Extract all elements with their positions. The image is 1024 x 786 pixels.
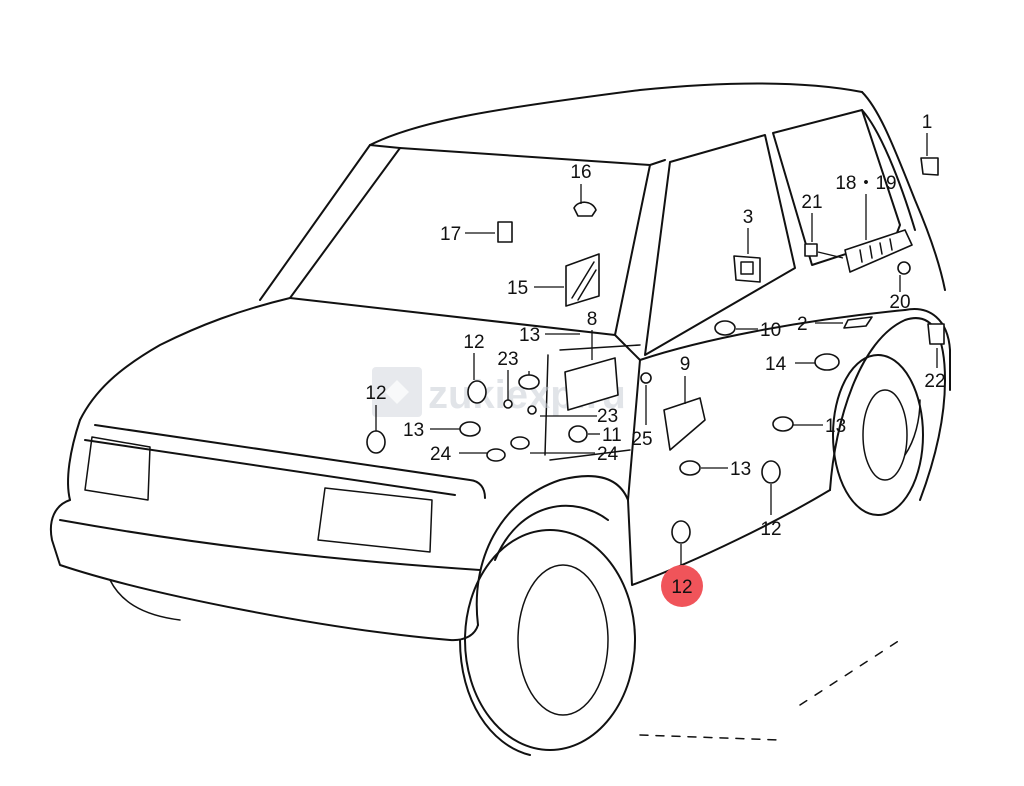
highlight-marker[interactable] (661, 565, 703, 607)
callout-13d: 13 (730, 459, 751, 480)
part-24b-shape (510, 436, 530, 450)
callout-12c: 12 (760, 519, 781, 540)
callout-22: 22 (924, 371, 945, 392)
callout-17: 17 (440, 224, 461, 245)
part-shapes (366, 157, 945, 544)
callout-13a: 13 (519, 325, 540, 346)
callout-15: 15 (507, 278, 528, 299)
leader-lines (375, 133, 938, 568)
callout-21: 21 (801, 192, 822, 213)
callout-24a: 24 (430, 444, 452, 465)
part-13c-shape (772, 416, 794, 432)
part-1-shape (920, 157, 939, 176)
callout-16: 16 (570, 162, 591, 183)
callout-8: 8 (587, 309, 598, 330)
callout-13b: 13 (403, 420, 424, 441)
part-2-shape (843, 316, 873, 329)
vehicle-outline (50, 82, 951, 756)
callout-2: 2 (797, 314, 808, 335)
part-13b-shape (459, 421, 481, 437)
callout-1: 1 (922, 112, 933, 133)
callout-11: 11 (602, 425, 622, 446)
part-17-shape (497, 221, 513, 243)
highlighted-callout-12[interactable]: 12 (661, 565, 703, 607)
part-12b-shape (366, 430, 386, 454)
callout-10: 10 (760, 320, 781, 341)
part-13a-shape (518, 374, 540, 390)
part-24a-shape (486, 448, 506, 462)
callout-18-19: 18・19 (835, 173, 896, 194)
part-11-shape (568, 425, 588, 443)
part-14-shape (814, 353, 840, 371)
part-25-shape (640, 372, 652, 384)
callout-3: 3 (743, 207, 754, 228)
callout-23b: 23 (597, 406, 618, 427)
part-21-shape (804, 243, 818, 257)
part-12a-shape (467, 380, 487, 404)
part-10-shape (714, 320, 736, 336)
part-13d-shape (679, 460, 701, 476)
callout-12b: 12 (365, 383, 386, 404)
part-22-shape (927, 323, 945, 345)
part-9-shape (663, 397, 706, 451)
callout-9: 9 (680, 354, 691, 375)
callout-20: 20 (889, 292, 910, 313)
callout-13c: 13 (825, 416, 846, 437)
callout-23a: 23 (497, 349, 518, 370)
part-12d-shape (671, 520, 691, 544)
part-16-shape (573, 201, 597, 217)
part-23a-shape (503, 399, 513, 409)
callouts: 1 16 17 15 3 18・19 21 20 2 22 10 14 13 8… (365, 112, 945, 540)
part-23b-shape (527, 405, 537, 415)
callout-25: 25 (631, 429, 652, 450)
part-3-shape (733, 255, 761, 283)
highlight-label: 12 (671, 577, 692, 598)
callout-14: 14 (765, 354, 787, 375)
part-8-shape (564, 357, 619, 411)
part-20-shape (897, 261, 911, 275)
callout-24b: 24 (597, 444, 619, 465)
callout-12a: 12 (463, 332, 484, 353)
part-12c-shape (761, 460, 781, 484)
